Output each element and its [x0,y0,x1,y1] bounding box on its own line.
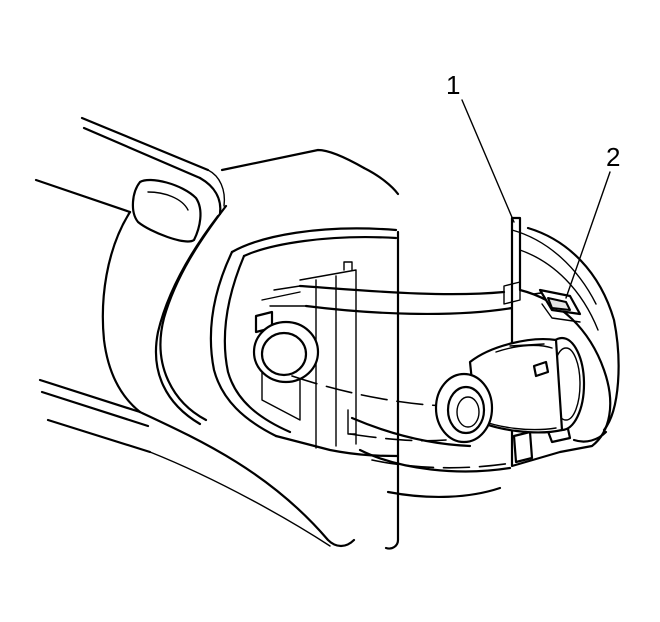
vent-opening [131,178,202,243]
alignment-line [371,459,519,469]
power-outlet-socket [434,336,586,444]
callout-leader-2 [565,171,611,299]
lamp-switch [538,288,582,323]
callout-label-2: 2 [606,142,620,172]
callout-leader-1 [461,99,515,223]
alignment-line [349,433,447,442]
callout-label-1: 1 [446,70,460,100]
trim-panel [34,116,400,550]
socket-retainer-ring [252,320,320,384]
alignment-line [291,375,447,407]
bezel-opening [209,166,400,458]
